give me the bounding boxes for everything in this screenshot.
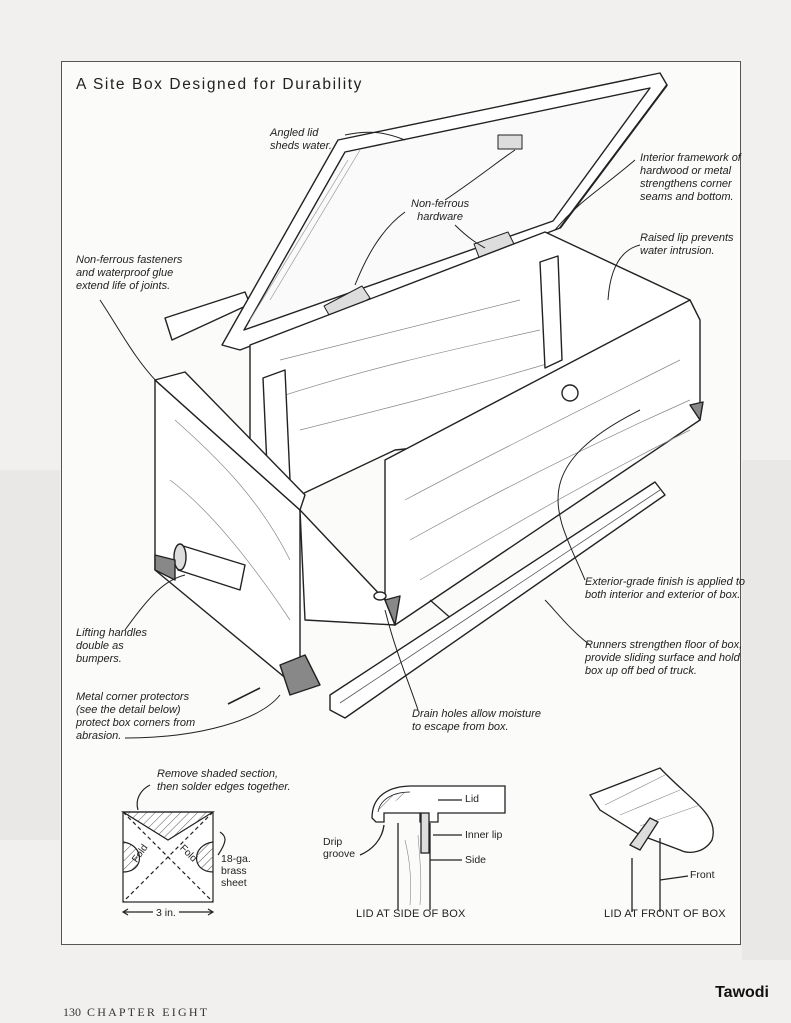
callout-lifting-handles: Lifting handles double as bumpers. (76, 627, 147, 665)
page-footer: 130 CHAPTER EIGHT (63, 1005, 209, 1020)
box-floor (299, 509, 396, 626)
watermark-text: Tawodi (715, 984, 769, 1001)
show-through-block (0, 470, 60, 840)
callout-angled-lid: Angled lid sheds water. (270, 127, 332, 152)
callout-runners: Runners strengthen floor of box, provide… (585, 639, 743, 677)
callout-raised-lip: Raised lip prevents water intrusion. (640, 232, 734, 257)
chapter-label: CHAPTER EIGHT (87, 1005, 210, 1019)
drain-hole (373, 591, 387, 601)
callout-corner-protectors: Metal corner protectors (see the detail … (76, 691, 196, 742)
page-number: 130 (63, 1005, 81, 1019)
drip-groove-label: Drip groove (323, 836, 356, 860)
lid-side-detail (359, 785, 506, 910)
lid-label: Lid (465, 793, 480, 805)
callout-drain-holes: Drain holes allow moisture to escape fro… (412, 708, 541, 733)
end-panel-edge (154, 371, 306, 511)
screw (227, 687, 261, 705)
callout-remove-shaded: Remove shaded section, then solder edges… (157, 768, 291, 793)
side-label: Side (465, 854, 487, 866)
lifting-handle (173, 543, 246, 591)
callout-fasteners: Non-ferrous fasteners and waterproof glu… (76, 254, 183, 292)
box-lid (221, 72, 668, 351)
callout-non-ferrous-hardware: Non-ferrous hardware (411, 198, 470, 223)
corner-protector (154, 554, 176, 581)
callout-exterior-finish: Exterior-grade finish is applied to both… (585, 576, 745, 601)
lid-front-caption: LID AT FRONT OF BOX (604, 908, 726, 920)
callout-interior-framework: Interior framework of hardwood or metal … (640, 152, 741, 203)
corner-protector (689, 401, 704, 421)
lid-front-detail (589, 767, 714, 912)
brass-sheet-label: 18-ga. brass sheet (221, 853, 251, 889)
interior-post (539, 255, 563, 369)
corner-sheet-detail (120, 784, 226, 916)
lid-side-caption: LID AT SIDE OF BOX (356, 908, 466, 920)
corner-protector (279, 654, 321, 696)
front-label: Front (690, 869, 715, 881)
corner-protector (384, 595, 401, 626)
dimension-label: 3 in. (153, 907, 179, 919)
figure-title: A Site Box Designed for Durability (76, 76, 364, 93)
inner-lip-label: Inner lip (465, 829, 503, 841)
show-through-block (742, 460, 791, 960)
front-runner (329, 481, 666, 719)
